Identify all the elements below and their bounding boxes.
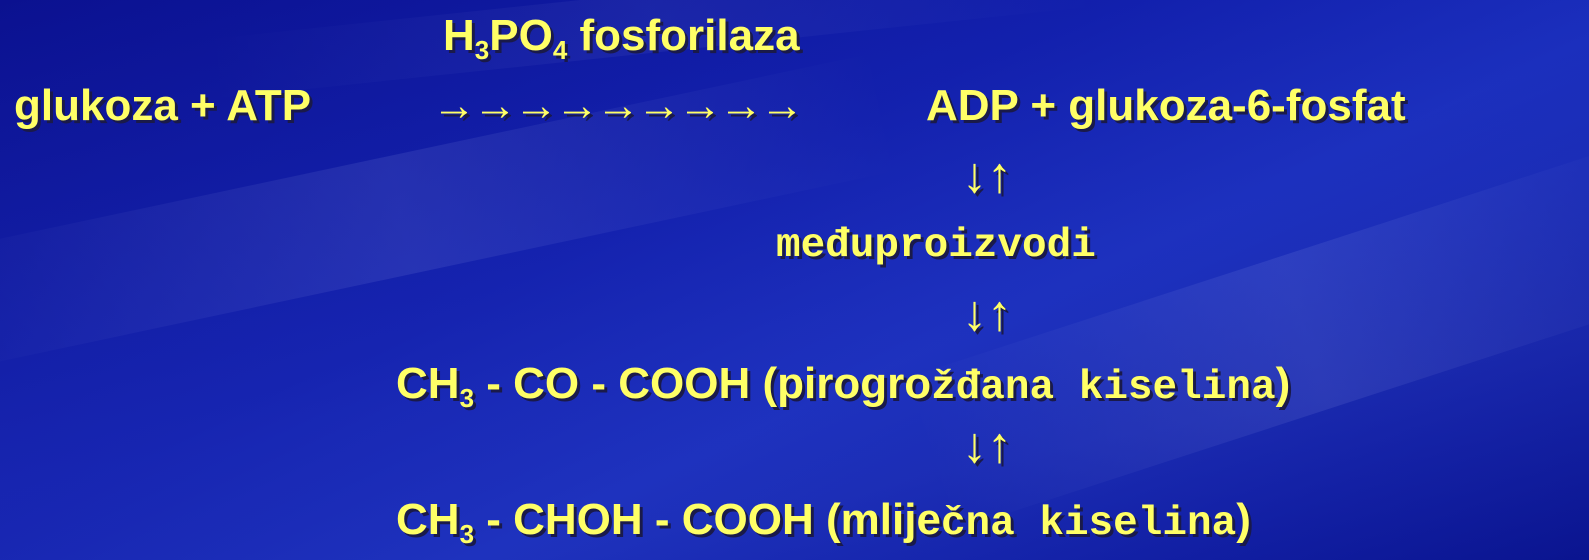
lactate-formula: - CHOH - COOH (mlije: [474, 495, 941, 544]
reaction-right: ADP + glukoza-6-fosfat: [926, 81, 1406, 130]
equilibrium-arrow-3: ↓↑: [962, 417, 1012, 473]
pyruvate-line: CH3 - CO - COOH (pirogrožđana kiselina): [396, 359, 1291, 412]
lactate-ch: CH: [396, 495, 460, 544]
pyruvate-sub-3: 3: [459, 383, 475, 413]
enzyme-po: PO: [489, 11, 553, 60]
lactate-close: ): [1236, 495, 1251, 544]
pyruvate-ch: CH: [396, 359, 460, 408]
enzyme-sub-4: 4: [552, 35, 568, 65]
reaction-arrows: →→→→→→→→→: [432, 81, 804, 130]
lactate-line: CH3 - CHOH - COOH (mliječna kiselina): [396, 495, 1251, 548]
equilibrium-arrow-2: ↓↑: [962, 285, 1012, 341]
enzyme-label: H3PO4 fosforilaza: [443, 11, 800, 64]
reaction-left: glukoza + ATP: [14, 81, 312, 130]
enzyme-name: fosforilaza: [567, 11, 800, 60]
lactate-name: čna kiselina: [940, 501, 1237, 547]
enzyme-h: H: [443, 11, 475, 60]
pyruvate-name: žđana kiselina: [931, 365, 1276, 411]
intermediates-label: međuproizvodi: [776, 223, 1096, 269]
lactate-sub-3: 3: [459, 519, 475, 549]
pyruvate-formula: - CO - COOH (pirogro: [474, 359, 932, 408]
enzyme-sub-3: 3: [474, 35, 490, 65]
equilibrium-arrow-1: ↓↑: [962, 147, 1012, 203]
pyruvate-close: ): [1275, 359, 1291, 408]
